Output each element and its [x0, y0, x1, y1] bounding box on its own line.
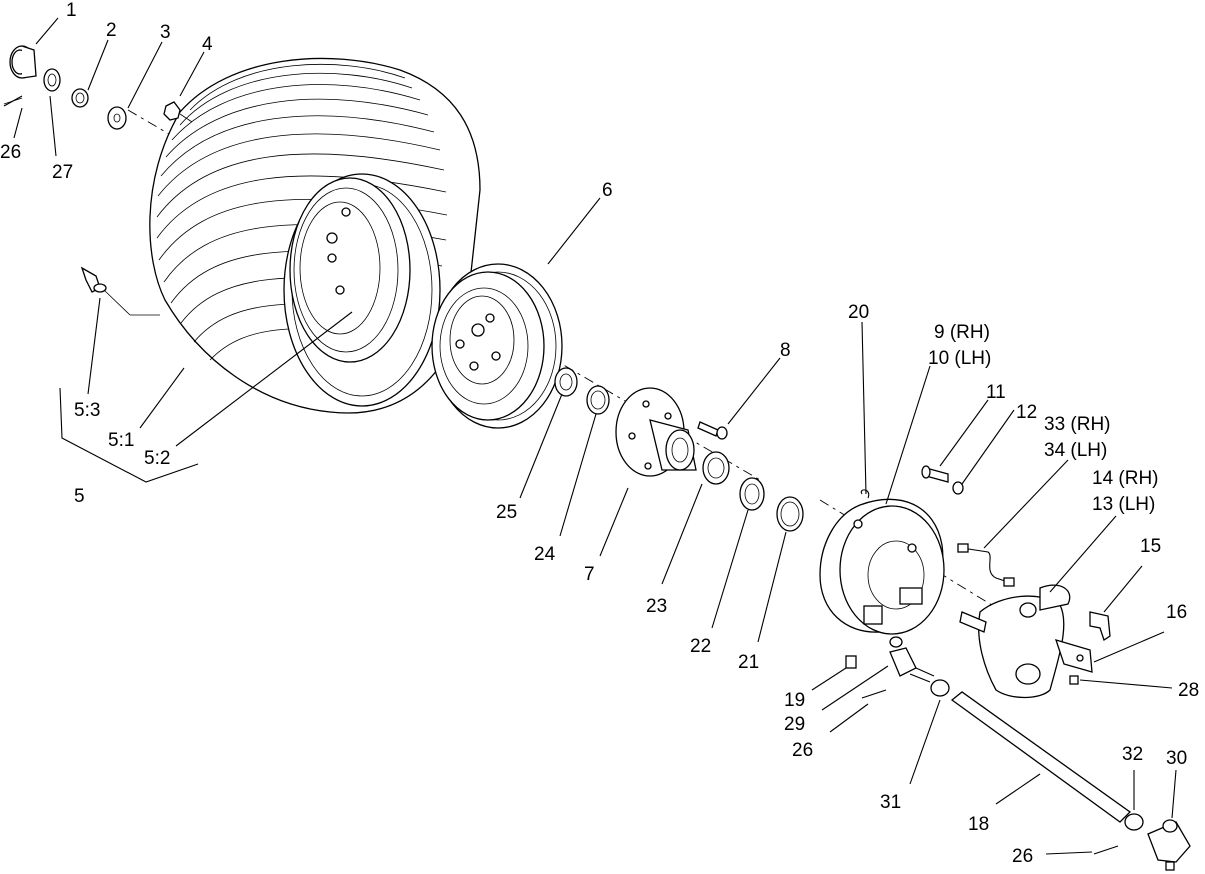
tie-rod-end-30 — [1147, 819, 1191, 871]
bearing-cup-23 — [702, 451, 730, 485]
brake-line — [957, 543, 1015, 587]
leader-lines — [13, 17, 1177, 855]
grease-fitting-28 — [1069, 675, 1079, 685]
spindle — [959, 584, 1071, 699]
jam-nut — [930, 679, 950, 697]
wheel-rim — [431, 263, 563, 429]
callout-11: 11 — [986, 382, 1006, 403]
callout-1: 1 — [66, 0, 77, 21]
bearing-cone-22 — [739, 477, 765, 511]
bearing-cap — [9, 45, 37, 79]
callout-23: 23 — [646, 596, 667, 617]
seal — [776, 496, 804, 532]
callout-21: 21 — [738, 652, 759, 673]
callout-5: 5 — [74, 486, 85, 507]
callout-15: 15 — [1140, 536, 1161, 557]
callout-20: 20 — [848, 302, 869, 323]
callout-34: 34 (LH) — [1044, 440, 1107, 461]
tire — [149, 57, 481, 414]
callout-32: 32 — [1122, 744, 1143, 765]
callout-26-bottom: 26 — [1012, 846, 1033, 867]
clip — [860, 489, 870, 499]
bracket — [1089, 611, 1111, 642]
callout-19: 19 — [784, 690, 805, 711]
cotter-pin-2 — [861, 689, 887, 699]
callout-26-mid: 26 — [792, 740, 813, 761]
callout-9: 9 (RH) — [934, 322, 990, 343]
callout-22: 22 — [690, 636, 711, 657]
callout-28: 28 — [1178, 680, 1199, 701]
callout-13: 13 (LH) — [1092, 494, 1155, 515]
callout-30: 30 — [1166, 748, 1187, 769]
lock-nut — [952, 481, 964, 495]
callout-10: 10 (LH) — [928, 348, 991, 369]
callout-25: 25 — [496, 502, 517, 523]
plate — [1054, 639, 1093, 673]
callout-5-3: 5:3 — [74, 400, 100, 421]
wheel-bolt — [697, 421, 728, 440]
callout-29: 29 — [784, 714, 805, 735]
bearing-cup — [586, 385, 610, 415]
callout-14: 14 (RH) — [1092, 468, 1159, 489]
callout-5-2: 5:2 — [144, 448, 170, 469]
lug-nut — [163, 101, 193, 123]
callout-26-top: 26 — [0, 142, 21, 163]
cotter-pin — [3, 95, 23, 107]
callout-27: 27 — [52, 162, 73, 183]
callout-3: 3 — [160, 22, 171, 43]
valve-stem — [80, 266, 160, 316]
bolt — [921, 465, 949, 483]
jam-nut-32 — [1124, 813, 1144, 831]
grease-fitting — [845, 655, 857, 669]
callout-33: 33 (RH) — [1044, 414, 1111, 435]
hub — [615, 387, 697, 477]
callout-16: 16 — [1166, 602, 1187, 623]
nut — [71, 88, 89, 108]
callout-12: 12 — [1016, 402, 1037, 423]
callout-8: 8 — [780, 340, 791, 361]
callout-2: 2 — [106, 20, 117, 41]
cotter-pin-3 — [1093, 845, 1119, 855]
callout-7: 7 — [584, 564, 595, 585]
callout-24: 24 — [534, 544, 556, 565]
callout-4: 4 — [202, 34, 213, 55]
callout-5-1: 5:1 — [108, 430, 134, 451]
callout-31: 31 — [880, 792, 901, 813]
castle-nut — [43, 68, 61, 92]
bearing-cone — [554, 367, 578, 397]
brake-backing-plate — [819, 498, 945, 635]
callout-6: 6 — [602, 180, 613, 201]
washer — [107, 106, 127, 130]
tie-rod-end — [889, 636, 935, 683]
callout-18: 18 — [968, 814, 989, 835]
tie-rod — [950, 691, 1132, 823]
